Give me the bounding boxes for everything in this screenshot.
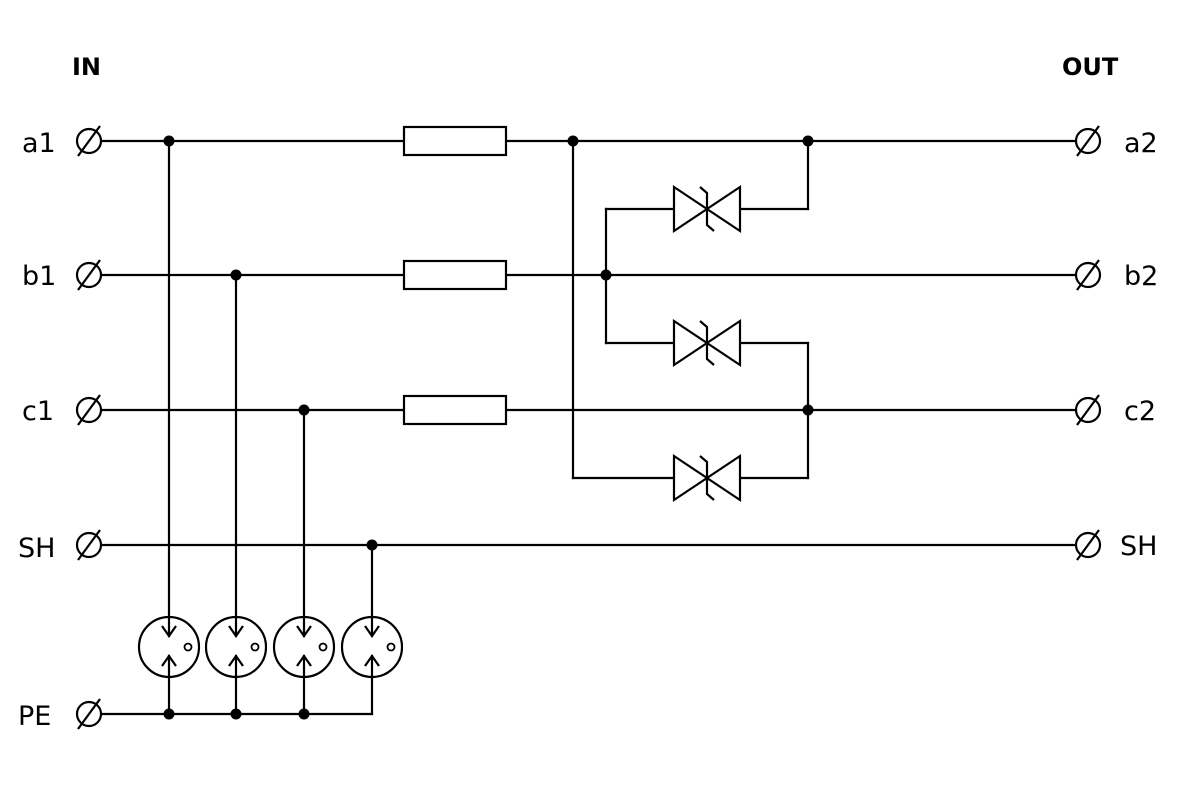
terminal-c1 bbox=[75, 394, 103, 426]
terminal-label-a2: a2 bbox=[1124, 128, 1158, 159]
terminal-b2 bbox=[1074, 259, 1102, 291]
terminal-sh-out bbox=[1074, 529, 1102, 561]
tvs-diode-a-c bbox=[672, 453, 742, 503]
tvs-network-wiring bbox=[571, 139, 810, 480]
terminal-label-pe: PE bbox=[18, 701, 51, 732]
resistor-a bbox=[402, 125, 508, 157]
junction-node bbox=[802, 404, 814, 416]
gdt-b bbox=[204, 273, 268, 716]
junction-node bbox=[298, 708, 310, 720]
resistor-b bbox=[402, 259, 508, 291]
junction-node bbox=[230, 269, 242, 281]
terminal-sh-in bbox=[75, 529, 103, 561]
terminal-label-b2: b2 bbox=[1124, 261, 1158, 292]
terminal-c2 bbox=[1074, 394, 1102, 426]
junction-node bbox=[600, 269, 612, 281]
out-header: OUT bbox=[1062, 53, 1119, 81]
junction-node bbox=[802, 135, 814, 147]
terminal-label-sh-in: SH bbox=[18, 533, 55, 564]
junction-node bbox=[567, 135, 579, 147]
tvs-diode-a-b bbox=[672, 184, 742, 234]
terminal-label-a1: a1 bbox=[22, 128, 56, 159]
junction-node bbox=[230, 708, 242, 720]
terminal-label-c2: c2 bbox=[1124, 396, 1156, 427]
junction-node bbox=[366, 539, 378, 551]
junction-nodes bbox=[163, 135, 814, 720]
gdt-a bbox=[137, 139, 201, 716]
terminal-pe bbox=[75, 698, 103, 730]
junction-node bbox=[163, 708, 175, 720]
junction-node bbox=[298, 404, 310, 416]
in-header: IN bbox=[72, 53, 101, 81]
gdt-sh bbox=[340, 543, 404, 680]
terminal-a1 bbox=[75, 125, 103, 157]
junction-node bbox=[163, 135, 175, 147]
terminal-label-c1: c1 bbox=[22, 396, 54, 427]
terminal-label-sh-out: SH bbox=[1120, 531, 1157, 562]
terminal-label-b1: b1 bbox=[22, 261, 56, 292]
gdt-c bbox=[272, 408, 336, 716]
tvs-diode-b-c bbox=[672, 318, 742, 368]
terminal-a2 bbox=[1074, 125, 1102, 157]
resistor-c bbox=[402, 394, 508, 426]
terminal-b1 bbox=[75, 259, 103, 291]
